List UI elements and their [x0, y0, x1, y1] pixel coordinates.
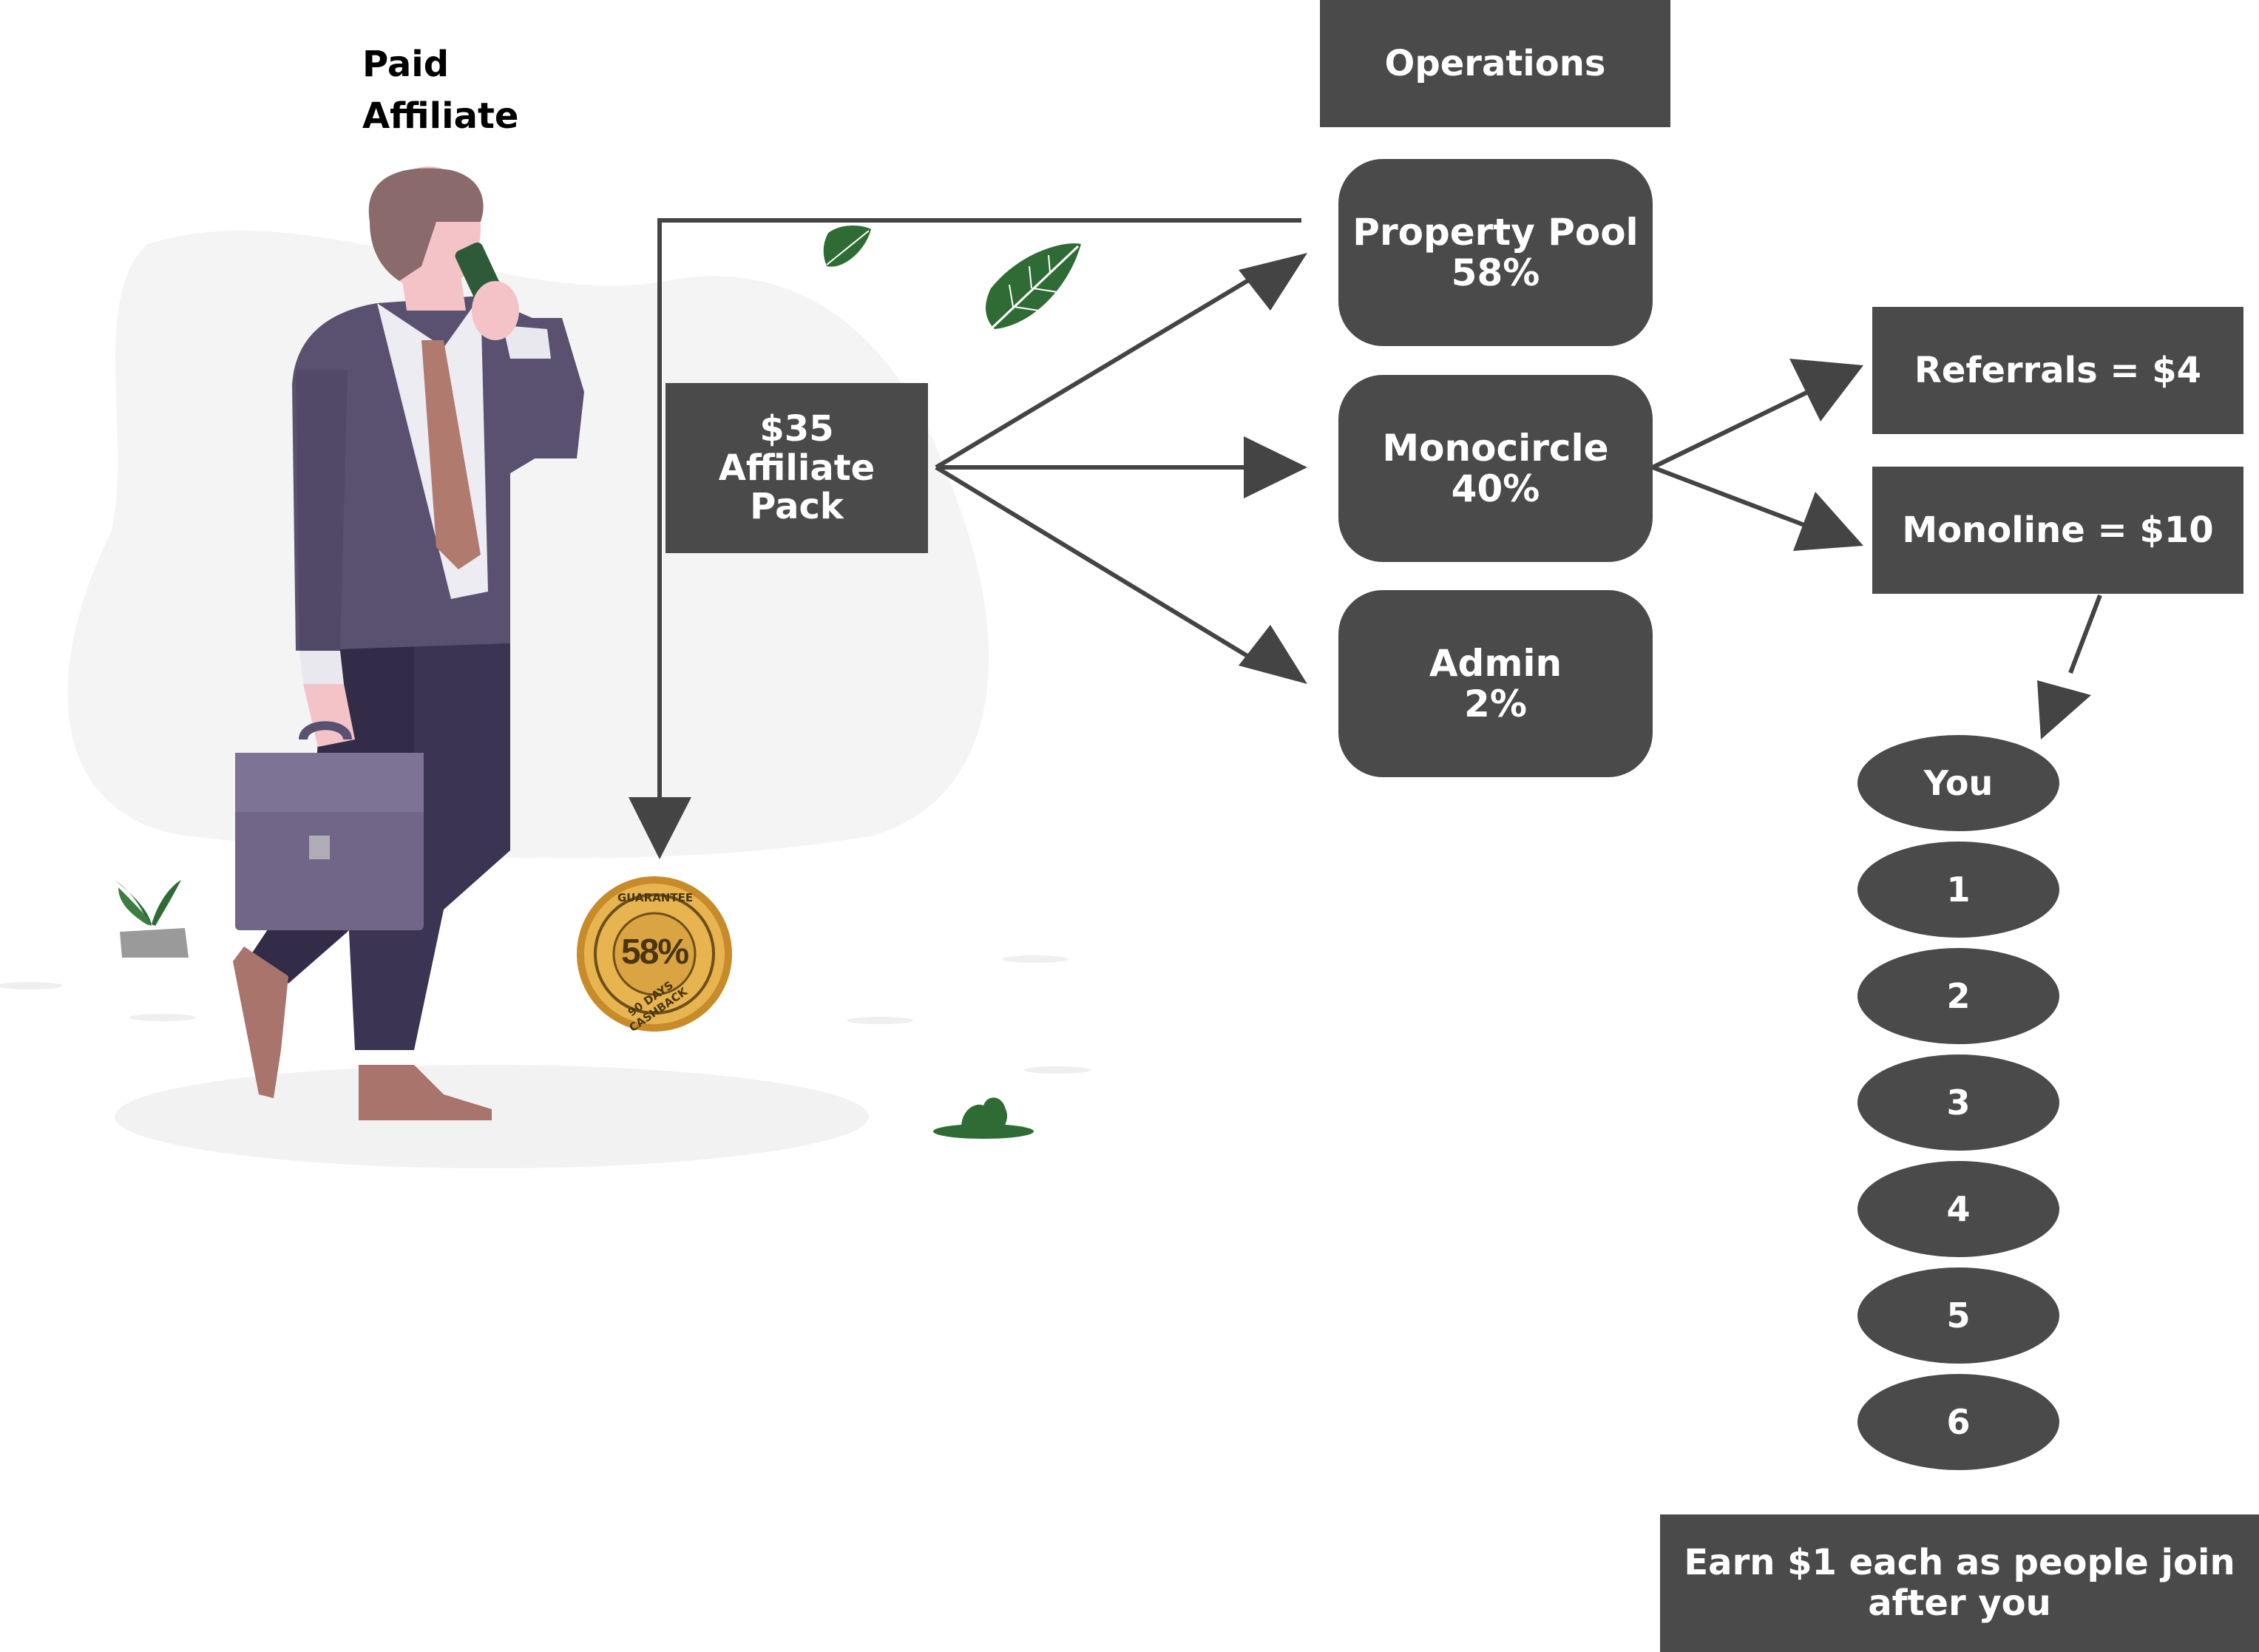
- referrals-label: Referrals = $4: [1914, 349, 2202, 391]
- admin-box: Admin 2%: [1338, 590, 1653, 777]
- earnings-note-line-2: after you: [1868, 1582, 2051, 1624]
- diagram-title: Paid Affiliate: [362, 38, 555, 142]
- chain-node-6: 6: [1857, 1374, 2059, 1470]
- admin-percent: 2%: [1464, 682, 1527, 725]
- monoline-to-you-line: [2068, 594, 2102, 674]
- chain-node-5: 5: [1857, 1267, 2059, 1364]
- ground-dash: [0, 982, 63, 989]
- property-pool-box: Property Pool 58%: [1338, 159, 1653, 346]
- chain-node-3: 3: [1857, 1054, 2059, 1151]
- referrals-box: Referrals = $4: [1872, 307, 2243, 434]
- monoline-label: Monoline = $10: [1902, 509, 2214, 551]
- pack-line-2: Affiliate: [718, 447, 876, 489]
- ground-dash: [1024, 1066, 1091, 1074]
- pack-line-3: Pack: [750, 486, 844, 528]
- plant-left: [115, 880, 189, 958]
- monocircle-to-monoline-line: [1651, 465, 1806, 527]
- arrowheads: [629, 253, 2091, 859]
- ground-dash: [1002, 955, 1068, 963]
- pack-price: $35: [759, 407, 834, 450]
- arrowhead-monoline-icon: [1793, 492, 1863, 551]
- cashback-badge: [577, 876, 732, 1032]
- title-line-1: Paid: [362, 44, 450, 85]
- monoline-box: Monoline = $10: [1872, 467, 2243, 594]
- arrowhead-you-icon: [2037, 680, 2091, 739]
- pack-to-admin-line: [935, 465, 1259, 664]
- arrowhead-admin-icon: [1239, 625, 1307, 684]
- badge-guarantee-label: GUARANTEE: [617, 891, 694, 904]
- plant-ground: [933, 1097, 1034, 1139]
- monocircle-percent: 40%: [1451, 467, 1540, 510]
- pack-to-property-line: [935, 264, 1273, 470]
- arrowhead-referrals-icon: [1789, 359, 1863, 422]
- monocircle-box: Monocircle 40%: [1338, 375, 1653, 562]
- admin-label: Admin: [1429, 641, 1562, 685]
- monocircle-label: Monocircle: [1382, 426, 1609, 470]
- arrowhead-monocircle-icon: [1244, 436, 1307, 498]
- monocircle-to-referrals-line: [1651, 390, 1809, 470]
- operations-label: Operations: [1384, 42, 1606, 84]
- property-pool-label: Property Pool: [1352, 210, 1639, 254]
- title-line-2: Affiliate: [362, 95, 519, 137]
- badge-percent: 58%: [620, 932, 689, 972]
- earnings-note-box: Earn $1 each as people join after you: [1660, 1514, 2259, 1652]
- ground-dash: [847, 1017, 913, 1024]
- cashback-return-line: [657, 218, 1301, 802]
- chain-node-1: 1: [1857, 842, 2059, 938]
- chain-node-4: 4: [1857, 1161, 2059, 1257]
- operations-header: Operations: [1320, 0, 1670, 127]
- affiliate-pack-box: $35 Affiliate Pack: [665, 383, 928, 553]
- arrowhead-property-icon: [1239, 253, 1307, 311]
- property-pool-percent: 58%: [1451, 251, 1540, 294]
- falling-leaf-icon: [986, 243, 1081, 329]
- falling-leaf-icon: [823, 226, 871, 267]
- ground-dash: [129, 1014, 196, 1021]
- businessman-illustration: [233, 166, 584, 1120]
- earnings-note-line-1: Earn $1 each as people join: [1684, 1541, 2235, 1583]
- chain-node-you: You: [1857, 735, 2059, 831]
- arrowhead-down-icon: [629, 797, 691, 859]
- chain-node-2: 2: [1857, 948, 2059, 1044]
- connectors: [657, 218, 2102, 802]
